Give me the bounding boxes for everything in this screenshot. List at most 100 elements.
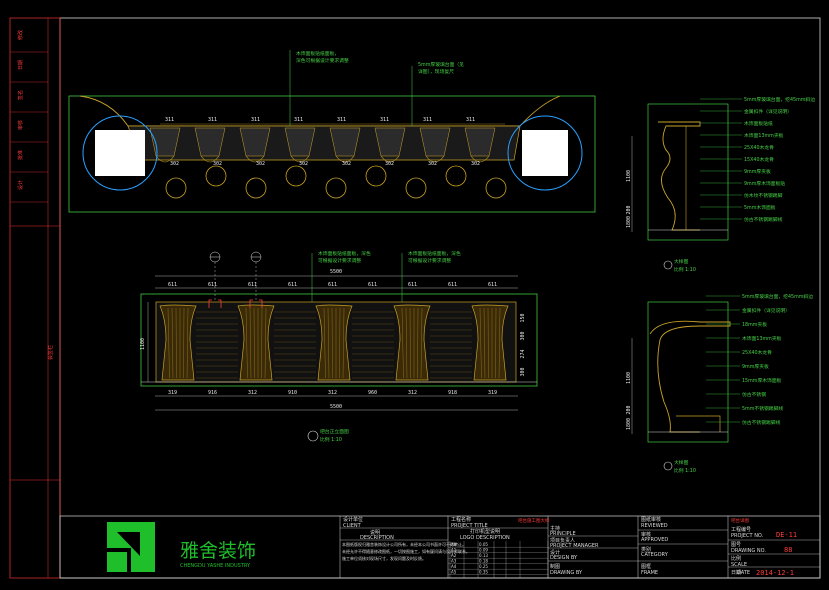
section-a-scale: 比例 1:10: [674, 266, 696, 273]
desc-text-2: 未经允许不得随意修改图纸，一切按图施工，如有疑问请与设计师联系。: [342, 548, 470, 554]
section-note: 5mm木饰面板: [744, 204, 776, 211]
section-dim: 1800: [626, 418, 632, 430]
plan-dim: 311: [208, 117, 217, 123]
grid-markers: [208, 251, 263, 308]
section-note: 9mm厚木饰面板贴: [744, 180, 785, 187]
company-logo: [107, 522, 155, 572]
elevation-bottom-dim: 319: [488, 390, 497, 396]
plan-lower-dim: 302: [170, 161, 179, 167]
elevation-overall-bottom: 5500: [330, 404, 342, 410]
pen-table-cell: 0.25: [479, 564, 488, 569]
elevation-bottom-dim: 910: [288, 390, 297, 396]
elevation-column: [159, 304, 197, 381]
elevation-column: [471, 304, 509, 381]
title-block: 雅舍装饰 CHENGDU YASHE INDUSTRY 设计单位 CLIENT …: [59, 515, 821, 579]
logo-en: CHENGDU YASHE INDUSTRY: [180, 563, 251, 569]
project-en: PROJECT TITLE: [451, 523, 488, 529]
strip-item: 修改: [17, 30, 24, 40]
approve-en: APPROVED: [641, 537, 668, 543]
pen-table-cell: A2: [451, 553, 457, 558]
section-note: 仿古不锈钢踢脚线: [742, 419, 781, 426]
project-label: 工程名称: [451, 516, 471, 523]
dwg-no-value: 88: [784, 546, 792, 554]
column-right: [507, 115, 583, 191]
desc-en: DESCRIPTION: [360, 535, 394, 541]
strip-item: 审核: [17, 120, 24, 130]
bar-stool: [245, 177, 267, 199]
section-note: 5mm厚玻璃台面，挖45mm斜边: [742, 293, 813, 300]
section-note: 15X40木龙骨: [744, 156, 774, 163]
column-left-fill: [95, 130, 145, 176]
frame-label: 图框: [641, 563, 651, 570]
section-a: 5mm厚玻璃台面，挖45mm斜边金属扣件（详见说明）木饰面板贴纸木饰面13mm夹…: [626, 96, 815, 273]
desc-text-1: 本图纸版权归雅舍装饰设计公司所有，未经本公司书面许可不得转让。: [342, 541, 466, 547]
bar-stool: [365, 165, 387, 187]
section-note: 5mm厚玻璃台面，挖45mm斜边: [744, 96, 815, 103]
elevation-right-dim: 300: [520, 331, 526, 340]
section-note: 25X40木龙骨: [744, 144, 774, 151]
drawing-desc-en: LOGO DESCRIPTION: [460, 535, 510, 541]
elevation-scale: 比例 1:10: [320, 436, 342, 443]
plan-counter-outline: [79, 95, 561, 127]
elevation-column: [393, 304, 431, 381]
pen-table-cell: 0.09: [479, 548, 488, 553]
elevation-right-dim: 150: [520, 313, 526, 322]
top-red-label: 吧台详图: [731, 517, 749, 524]
elevation-top-dim: 611: [488, 282, 497, 288]
category-label: 类别: [641, 546, 651, 553]
section-note: 木饰面13mm夹板: [744, 132, 784, 139]
elevation-top-dim: 611: [208, 282, 217, 288]
design-unit-label: 设计单位: [343, 516, 363, 523]
column-right-fill: [522, 130, 568, 176]
plan-note-right: 5mm厚玻璃台面（见详图），现场复尺: [418, 61, 464, 75]
principal-en: PRINCIPLE: [550, 531, 576, 537]
section-note: 仿古不锈钢: [742, 391, 766, 398]
plan-dim: 311: [294, 117, 303, 123]
date-value: 2014-12-1: [756, 569, 794, 577]
section-a-label: 大样图: [674, 258, 689, 265]
plan-dim: 311: [337, 117, 346, 123]
project-no-label: 工程编号: [731, 526, 751, 533]
plan-scallop: [425, 155, 445, 163]
bar-stool: [405, 177, 427, 199]
elevation-right-dim: 274: [520, 349, 526, 358]
pen-table-cell: A4: [451, 564, 457, 569]
pen-table-cell: 0.35: [479, 570, 488, 575]
frame-en: FRAME: [641, 570, 658, 576]
review-label: 图纸审核: [641, 516, 661, 523]
drawing-en: DRAWING BY: [550, 570, 583, 576]
elevation-label: 吧台正立面图: [320, 428, 349, 435]
bar-stool: [485, 177, 507, 199]
plan-dim: 311: [380, 117, 389, 123]
section-b-outline: [647, 301, 729, 443]
date-en: DATE: [737, 570, 750, 576]
section-note: 5mm不锈钢踢脚线: [742, 405, 783, 412]
elevation-overall-top: 5500: [330, 269, 342, 275]
desc-label: 说明: [370, 529, 380, 536]
plan-dim: 311: [165, 117, 174, 123]
bar-stool: [285, 165, 307, 187]
plan-lower-dim: 302: [342, 161, 351, 167]
section-dim: 1100: [626, 170, 632, 182]
scale-en: SCALE: [731, 562, 747, 568]
plan-scallop: [335, 155, 355, 163]
plan-note-left: 木饰面板贴纸面板，深色可根据设计要求调整: [296, 50, 349, 64]
elevation-top-dim: 611: [368, 282, 377, 288]
elevation-bottom-dim: 916: [208, 390, 217, 396]
section-note: 25X40木龙骨: [742, 349, 772, 356]
section-dim: 1800: [626, 216, 632, 228]
section-note: 金属扣件（详见说明）: [744, 108, 792, 115]
plan-scallop: [245, 155, 265, 163]
project-no-value: DE-11: [776, 531, 797, 539]
date-label: 日期: [731, 570, 741, 576]
elevation-top-dim: 611: [448, 282, 457, 288]
elevation-bottom-dim: 319: [168, 390, 177, 396]
section-dim: 200: [626, 205, 632, 214]
plan-lower-dim: 302: [299, 161, 308, 167]
principal-label: 主持: [550, 525, 560, 532]
plan-outline: [68, 95, 596, 213]
design-label: 设计: [550, 549, 560, 556]
plan-hatch: [149, 127, 496, 163]
